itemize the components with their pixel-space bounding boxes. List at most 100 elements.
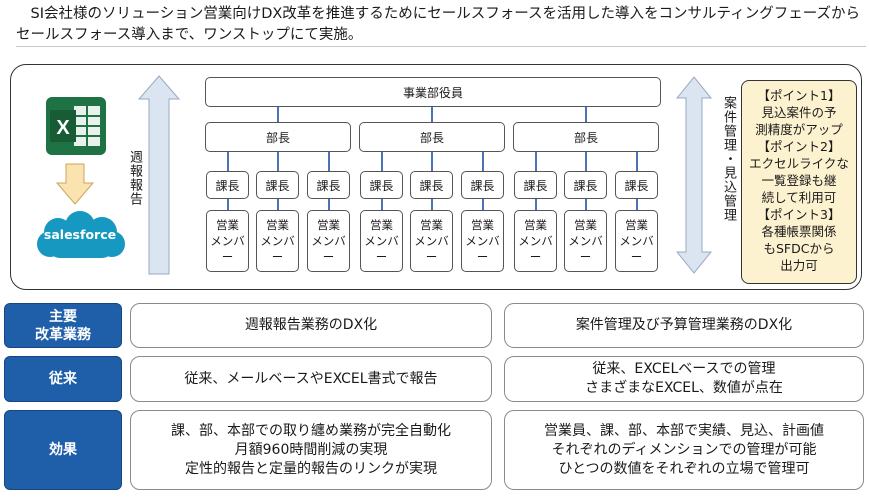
kacho-box: 課長 (564, 171, 607, 199)
member-box: 営業メンバー (256, 210, 299, 272)
salesforce-label: salesforce (43, 227, 117, 242)
member-line: メンバー (568, 234, 603, 264)
point-line: もSFDCから (763, 241, 835, 256)
point-line: 続して利用可 (761, 190, 837, 205)
member-line: メンバー (619, 234, 654, 264)
member-line: メンバー (210, 234, 245, 264)
bucho-box: 部長 (205, 122, 351, 152)
point-line: 一覧登録も継 (761, 173, 837, 188)
cell-line: ひとつの数値をそれぞれの立場で管理可 (558, 460, 810, 477)
member-line: 営業 (574, 218, 597, 232)
cell-line: 案件管理及び予算管理業務のDX化 (575, 317, 793, 333)
point-line: 出力可 (780, 258, 818, 273)
executive-box: 事業部役員 (205, 77, 661, 107)
kacho-box: 課長 (514, 171, 557, 199)
kacho-box: 課長 (256, 171, 299, 199)
connector (585, 152, 587, 171)
kacho-box: 課長 (615, 171, 658, 199)
kacho-box: 課長 (360, 171, 403, 199)
member-box: 営業メンバー (307, 210, 350, 272)
connector (431, 107, 433, 122)
salesforce-logo: salesforce (30, 210, 130, 264)
point-line: 測精度がアップ (755, 122, 843, 137)
member-box: 営業メンバー (360, 210, 403, 272)
excel-letter: X (56, 117, 70, 139)
effect-right: 営業員、課、部、本部で実績、見込、計画値 それぞれのディメンションでの管理が可能… (504, 410, 864, 490)
point-line: 各種帳票関係 (761, 224, 837, 239)
cell-line: 月額960時間削減の実現 (234, 441, 388, 458)
weekly-report-label: 週報報告 (127, 150, 142, 206)
connector (328, 199, 330, 210)
cell-line: 営業員、課、部、本部で実績、見込、計画値 (544, 422, 824, 439)
connector (277, 199, 279, 210)
cell-line: 週報報告業務のDX化 (244, 317, 378, 333)
member-line: 営業 (370, 218, 393, 232)
intro-text: SI会社様のソリューション営業向けDX改革を推進するためにセールスフォースを活用… (16, 6, 860, 43)
row-head-effect: 効果 (4, 410, 122, 490)
connector (636, 152, 638, 171)
kacho-box: 課長 (410, 171, 453, 199)
down-arrow-icon (56, 163, 94, 205)
row-head-main-reform: 主要改革業務 (4, 303, 122, 348)
member-box: 営業メンバー (615, 210, 658, 272)
member-line: 営業 (317, 218, 340, 232)
member-box: 営業メンバー (564, 210, 607, 272)
cell-line: さまざまなEXCEL、数値が点在 (585, 380, 783, 396)
cell-line: 課、部、本部での取り纏め業務が完全自動化 (171, 422, 451, 439)
connector (431, 152, 433, 171)
points-box: 【ポイント1】 見込案件の予 測精度がアップ 【ポイント2】 エクセルライクな … (741, 80, 857, 284)
connector (277, 107, 279, 122)
row-head-line: 従来 (49, 371, 77, 387)
row-head-line: 改革業務 (35, 326, 91, 343)
member-line: メンバー (518, 234, 553, 264)
member-line: 営業 (216, 218, 239, 232)
member-line: メンバー (311, 234, 346, 264)
member-line: 営業 (266, 218, 289, 232)
up-arrow-icon (138, 75, 180, 275)
member-box: 営業メンバー (514, 210, 557, 272)
connector (535, 199, 537, 210)
member-line: 営業 (420, 218, 443, 232)
connector (482, 152, 484, 171)
row-head-line: 主要 (49, 308, 77, 325)
kacho-box: 課長 (307, 171, 350, 199)
row-head-line: 効果 (49, 442, 77, 458)
excel-icon: X (46, 97, 106, 155)
point-line: 【ポイント2】 (757, 139, 841, 154)
member-line: メンバー (414, 234, 449, 264)
connector (227, 199, 229, 210)
connector (535, 152, 537, 171)
conventional-left: 従来、メールベースやEXCEL書式で報告 (130, 356, 492, 402)
cloud-icon (37, 211, 125, 258)
member-line: 営業 (524, 218, 547, 232)
point-line: 【ポイント3】 (757, 207, 841, 222)
kacho-box: 課長 (461, 171, 504, 199)
connector (381, 199, 383, 210)
bucho-box: 部長 (513, 122, 659, 152)
point-line: 見込案件の予 (761, 105, 837, 120)
double-arrow-icon (676, 76, 712, 274)
point-line: 【ポイント1】 (757, 88, 841, 103)
main-reform-left: 週報報告業務のDX化 (130, 303, 492, 348)
member-line: 営業 (625, 218, 648, 232)
connector (636, 199, 638, 210)
row-head-conventional: 従来 (4, 356, 122, 402)
connector (431, 199, 433, 210)
connector (277, 152, 279, 171)
effect-left: 課、部、本部での取り纏め業務が完全自動化 月額960時間削減の実現 定性的報告と… (130, 410, 492, 490)
connector (227, 152, 229, 171)
connector (328, 152, 330, 171)
case-management-label: 案件管理・見込管理 (721, 96, 736, 222)
divider (16, 46, 866, 47)
connector (585, 199, 587, 210)
conventional-right: 従来、EXCELベースでの管理 さまざまなEXCEL、数値が点在 (504, 356, 864, 402)
member-box: 営業メンバー (410, 210, 453, 272)
cell-line: 従来、EXCELベースでの管理 (592, 361, 776, 377)
cell-line: 従来、メールベースやEXCEL書式で報告 (184, 370, 438, 387)
connector (381, 152, 383, 171)
member-box: 営業メンバー (206, 210, 249, 272)
member-line: メンバー (465, 234, 500, 264)
member-line: メンバー (260, 234, 295, 264)
connector (585, 107, 587, 122)
main-reform-right: 案件管理及び予算管理業務のDX化 (504, 303, 864, 348)
